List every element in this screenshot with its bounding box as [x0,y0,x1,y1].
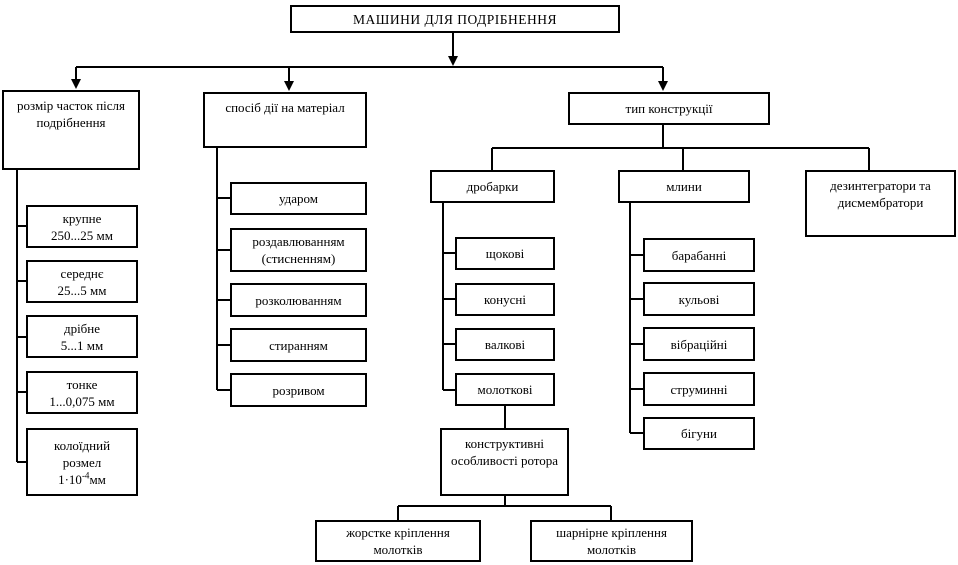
node-crushers-jaw-label: щокові [485,246,525,261]
node-crushers-header: дробарки [430,170,555,203]
node-crushers-cone: конусні [455,283,555,316]
node-rotor-features: конструктивні особливості ротора [440,428,569,496]
node-action-crushing: роздавлюванням (стисненням) [230,228,367,272]
node-size-colloid-line1: колоїдний [53,437,111,453]
node-size-colloid: колоїдний розмел 1·10-4мм [26,428,138,496]
node-rotor-features-line2: особливості ротора [450,453,559,468]
node-crushers-roller-label: валкові [484,337,526,352]
node-mills-jet-label: струминні [670,381,728,397]
node-mills-ball-label: кульові [678,291,720,307]
node-action-splitting: розколюванням [230,283,367,317]
node-action-tearing-label: розривом [272,382,325,398]
node-rotor-rigid-line1: жорстке кріплення [346,525,450,540]
node-size-header: розмір часток після подрібнення [2,90,140,170]
node-crushers-header-label: дробарки [466,179,519,194]
node-action-splitting-label: розколюванням [255,292,342,308]
node-action-crushing-line2: (стисненням) [261,251,336,266]
node-rotor-rigid-line2: молотків [373,542,423,557]
colloid-value-exponent: -4 [81,470,90,481]
node-action-tearing: розривом [230,373,367,407]
node-mills-runner: бігуни [643,417,755,450]
node-size-fine: дрібне 5...1 мм [26,315,138,358]
node-size-fine-label: дрібне [63,320,101,336]
node-action-crushing-line1: роздавлюванням [252,234,345,249]
node-size-header-line2: подрібнення [36,115,106,130]
node-crushers-hammer-label: молоткові [477,382,533,397]
node-rotor-hinged: шарнірне кріплення молотків [530,520,693,562]
node-action-impact: ударом [230,182,367,215]
node-disintegrators-line1: дезинтегратори та [830,178,931,193]
node-crushers-hammer: молоткові [455,373,555,406]
node-size-colloid-line2: розмел [62,454,102,470]
node-mills-vibration-label: вібраційні [670,336,728,352]
node-size-medium-range: 25...5 мм [57,282,107,298]
node-action-header: спосіб дії на матеріал [203,92,367,148]
node-mills-header: млини [618,170,750,203]
node-crushers-jaw: щокові [455,237,555,270]
node-action-abrasion-label: стиранням [269,337,328,353]
node-mills-vibration: вібраційні [643,327,755,361]
node-construction-header: тип конструкції [568,92,770,125]
node-mills-runner-label: бігуни [681,426,717,441]
node-mills-jet: струминні [643,372,755,406]
node-size-coarse-label: крупне [62,210,102,226]
node-rotor-rigid: жорстке кріплення молотків [315,520,481,562]
node-size-fine-range: 5...1 мм [60,337,104,353]
node-size-medium-label: середнє [60,265,104,281]
node-disintegrators: дезинтегратори та дисмембратори [805,170,956,237]
node-mills-drum: барабанні [643,238,755,272]
node-action-impact-label: ударом [278,191,319,206]
node-size-medium: середнє 25...5 мм [26,260,138,303]
node-size-colloid-value: 1·10-4мм [58,471,106,488]
colloid-value-unit: мм [89,471,106,487]
node-crushers-roller: валкові [455,328,555,361]
node-size-thin: тонке 1...0,075 мм [26,371,138,414]
node-disintegrators-line2: дисмембратори [837,195,924,210]
node-crushers-cone-label: конусні [484,292,526,307]
node-size-thin-range: 1...0,075 мм [49,393,115,409]
node-rotor-features-line1: конструктивні [464,436,545,451]
node-size-coarse-range: 250...25 мм [51,227,113,243]
arrowheads [71,56,668,91]
node-construction-header-label: тип конструкції [625,101,713,116]
node-size-header-line1: розмір часток після [17,98,125,113]
node-title-label: МАШИНИ ДЛЯ ПОДРІБНЕННЯ [352,11,558,27]
node-action-abrasion: стиранням [230,328,367,362]
node-mills-ball: кульові [643,282,755,316]
node-title: МАШИНИ ДЛЯ ПОДРІБНЕННЯ [290,5,620,33]
node-mills-header-label: млини [666,179,702,194]
node-rotor-hinged-line1: шарнірне кріплення [556,525,667,540]
node-size-coarse: крупне 250...25 мм [26,205,138,248]
colloid-value-base: 1·10 [58,471,82,487]
node-mills-drum-label: барабанні [671,247,727,263]
node-rotor-hinged-line2: молотків [586,542,637,557]
node-action-header-label: спосіб дії на матеріал [225,100,345,115]
node-size-thin-label: тонке [66,376,98,392]
